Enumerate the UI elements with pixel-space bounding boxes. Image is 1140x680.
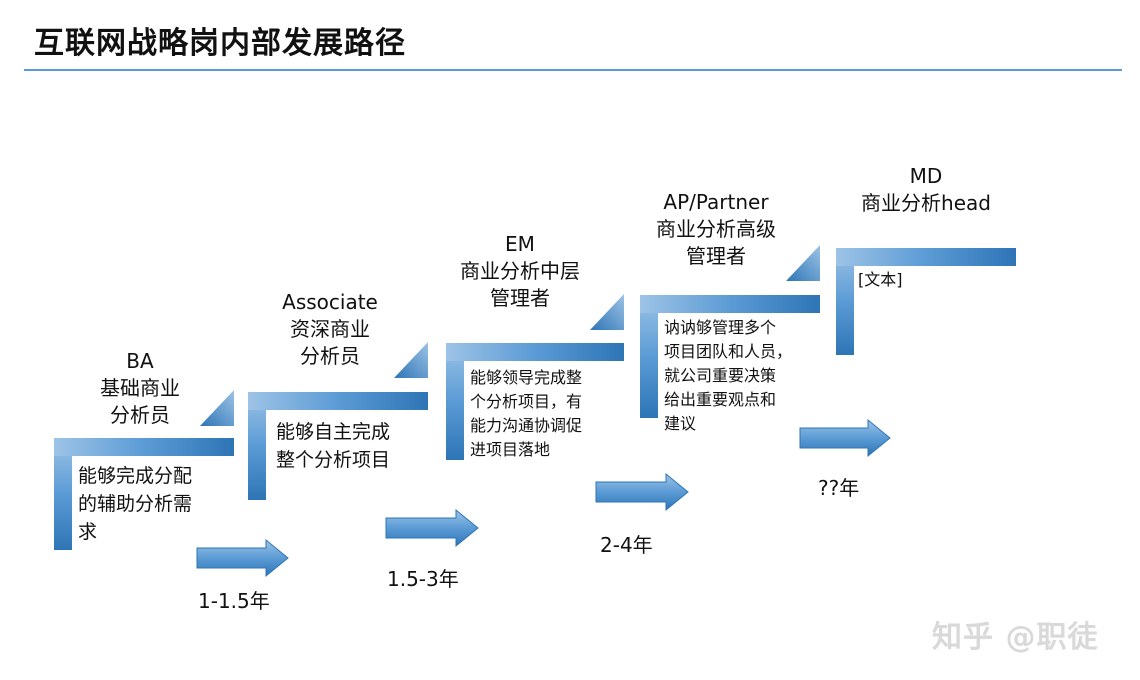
level-partner-desc-line5: 建议 [664,414,697,433]
title-divider [24,69,1122,71]
watermark: 知乎 @职徒 [932,620,1099,655]
level-em-description: 能够领导完成整 个分析项目，有 能力沟通协调促 进项目落地 [470,366,582,462]
level-partner-years: ??年 [818,476,860,500]
level-md-role: MD [909,164,943,188]
step-ba-horizontal-bar [54,438,234,456]
level-associate-years: 1.5-3年 [387,567,459,591]
level-associate-desc-line2: 整个分析项目 [276,449,391,471]
level-ba-desc-line2: 的辅助分析需 [78,493,193,515]
level-em-desc-line4: 进项目落地 [470,440,551,459]
level-partner-desc-line4: 给出重要观点和 [664,390,777,409]
level-ba-name-line1: 基础商业 [100,376,180,400]
level-ba-name-line2: 分析员 [110,403,170,427]
step-em-vertical-bar [446,343,464,460]
step-em-corner-triangle [590,294,624,330]
step-em-horizontal-bar [446,343,624,361]
step-md-horizontal-bar [836,248,1016,266]
level-ba-years: 1-1.5年 [198,589,270,613]
level-md-label: MD 商业分析head [846,163,1006,217]
level-ba-description: 能够完成分配 的辅助分析需 求 [78,462,192,546]
level-partner-description: 讷讷够管理多个 项目团队和人员， 就公司重要决策 给出重要观点和 建议 [664,316,792,436]
level-ba-role: BA [126,349,154,373]
level-ba-desc-line3: 求 [78,521,98,543]
level-md-description: [文本] [858,268,903,292]
level-ba-label: BA 基础商业 分析员 [80,348,200,429]
level-md-desc-line1: [文本] [858,270,903,289]
page-title: 互联网战略岗内部发展路径 [34,26,406,61]
level-associate-desc-line1: 能够自主完成 [276,421,391,443]
level-partner-name-line1: 商业分析高级 [656,217,776,241]
level-partner-label: AP/Partner 商业分析高级 管理者 [636,189,796,270]
progress-arrow-em [595,472,689,512]
level-associate-role: Associate [282,290,378,314]
level-em-desc-line2: 个分析项目，有 [470,392,583,411]
step-associate-horizontal-bar [248,392,428,410]
step-partner-vertical-bar [640,295,658,418]
step-partner-corner-triangle [786,245,820,281]
level-partner-desc-line2: 项目团队和人员， [664,342,793,361]
level-associate-name-line2: 分析员 [300,344,360,368]
progress-arrow-partner [799,418,891,458]
level-partner-name-line2: 管理者 [686,244,746,268]
step-associate-corner-triangle [394,342,428,378]
level-partner-desc-line1: 讷讷够管理多个 [664,318,777,337]
level-associate-label: Associate 资深商业 分析员 [270,289,390,370]
level-em-desc-line3: 能力沟通协调促 [470,416,583,435]
level-associate-description: 能够自主完成 整个分析项目 [276,418,390,474]
level-em-role: EM [505,232,535,256]
step-ba-corner-triangle [200,390,234,426]
step-md-vertical-bar [836,248,854,355]
step-associate-vertical-bar [248,392,266,500]
level-associate-name-line1: 资深商业 [290,317,370,341]
progress-arrow-ba [196,538,289,578]
level-em-name-line2: 管理者 [490,286,550,310]
level-ba-desc-line1: 能够完成分配 [78,465,193,487]
step-ba-vertical-bar [54,438,72,550]
level-em-name-line1: 商业分析中层 [460,259,580,283]
level-em-years: 2-4年 [600,533,653,557]
level-partner-role: AP/Partner [663,190,769,214]
progress-arrow-associate [385,508,479,548]
level-partner-desc-line3: 就公司重要决策 [664,366,777,385]
level-em-desc-line1: 能够领导完成整 [470,368,583,387]
step-partner-horizontal-bar [640,295,820,313]
level-md-name-line1: 商业分析head [861,191,991,215]
level-em-label: EM 商业分析中层 管理者 [440,231,600,312]
